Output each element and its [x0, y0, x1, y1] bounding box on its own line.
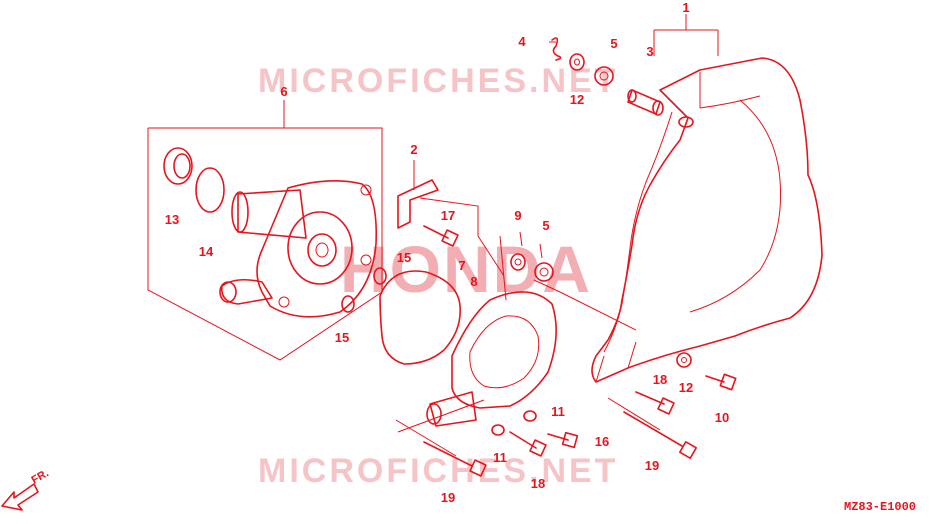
callout-10: 10 — [715, 410, 729, 425]
callout-18-right: 18 — [653, 372, 667, 387]
part-18-bolt-right — [635, 391, 675, 415]
callout-7: 7 — [458, 258, 465, 273]
watermark-top: MICROFICHES.NET — [258, 62, 618, 100]
part-5-grommet-top — [594, 66, 614, 86]
part-15-collar-lower — [341, 295, 355, 313]
part-17-bolt — [423, 225, 459, 247]
part-11-washer-lower — [491, 424, 505, 436]
watermark-bottom: MICROFICHES.NET — [258, 452, 618, 490]
callout-3: 3 — [646, 44, 653, 59]
callout-19-right: 19 — [645, 458, 659, 473]
callout-5-top: 5 — [610, 36, 617, 51]
diagram-code: MZ83-E1000 — [844, 500, 916, 514]
part-16-bolt — [547, 431, 579, 449]
part-4-clip — [551, 37, 562, 61]
callout-17: 17 — [441, 208, 455, 223]
callout-11-lower: 11 — [493, 450, 507, 465]
part-10-bolt — [705, 373, 737, 391]
part-12-washer-top — [569, 53, 585, 71]
callout-19-lower: 19 — [441, 490, 455, 505]
callout-9: 9 — [514, 208, 521, 223]
callout-6: 6 — [280, 84, 287, 99]
part-14-o-ring — [195, 167, 225, 213]
callout-12-top: 12 — [570, 92, 584, 107]
part-8-gasket — [379, 270, 461, 365]
callout-11-upper: 11 — [551, 404, 565, 419]
part-13-oil-seal — [163, 147, 193, 185]
part-3-bolt — [627, 89, 664, 116]
part-19-bolt-right — [623, 411, 697, 459]
callout-16: 16 — [595, 434, 609, 449]
callouts: 1 2 3 4 5 5 6 7 8 9 10 11 11 12 12 13 14… — [165, 0, 729, 505]
part-12-washer-top-hole — [574, 58, 580, 66]
part-cover — [591, 57, 823, 383]
callout-1: 1 — [682, 0, 689, 15]
part-6-bracket — [147, 127, 383, 361]
part-19-bolt-lower — [423, 441, 487, 477]
callout-5-mid: 5 — [542, 218, 549, 233]
leader-lines — [395, 14, 719, 457]
callout-8: 8 — [470, 274, 477, 289]
part-water-pump-body — [219, 180, 378, 318]
part-12-washer-bottom-hole — [681, 357, 687, 363]
front-label: FR. — [30, 467, 51, 486]
callout-13: 13 — [165, 212, 179, 227]
callout-18-lower: 18 — [531, 476, 545, 491]
callout-14: 14 — [199, 244, 214, 259]
part-18-bolt-lower — [509, 431, 547, 457]
callout-12-bottom: 12 — [679, 380, 693, 395]
callout-4: 4 — [518, 34, 526, 49]
part-11-washer-upper — [523, 410, 537, 422]
part-2-bracket — [397, 179, 439, 229]
part-9-collar — [510, 253, 526, 271]
front-direction-indicator: FR. — [1, 467, 51, 511]
part-5-grommet-mid — [534, 262, 554, 282]
callout-15-upper: 15 — [397, 250, 411, 265]
part-15-collar-upper — [373, 267, 387, 285]
part-7-pump-cover — [426, 291, 557, 427]
part-12-washer-bottom — [676, 352, 692, 368]
callout-15-lower: 15 — [335, 330, 349, 345]
callout-2: 2 — [410, 142, 417, 157]
